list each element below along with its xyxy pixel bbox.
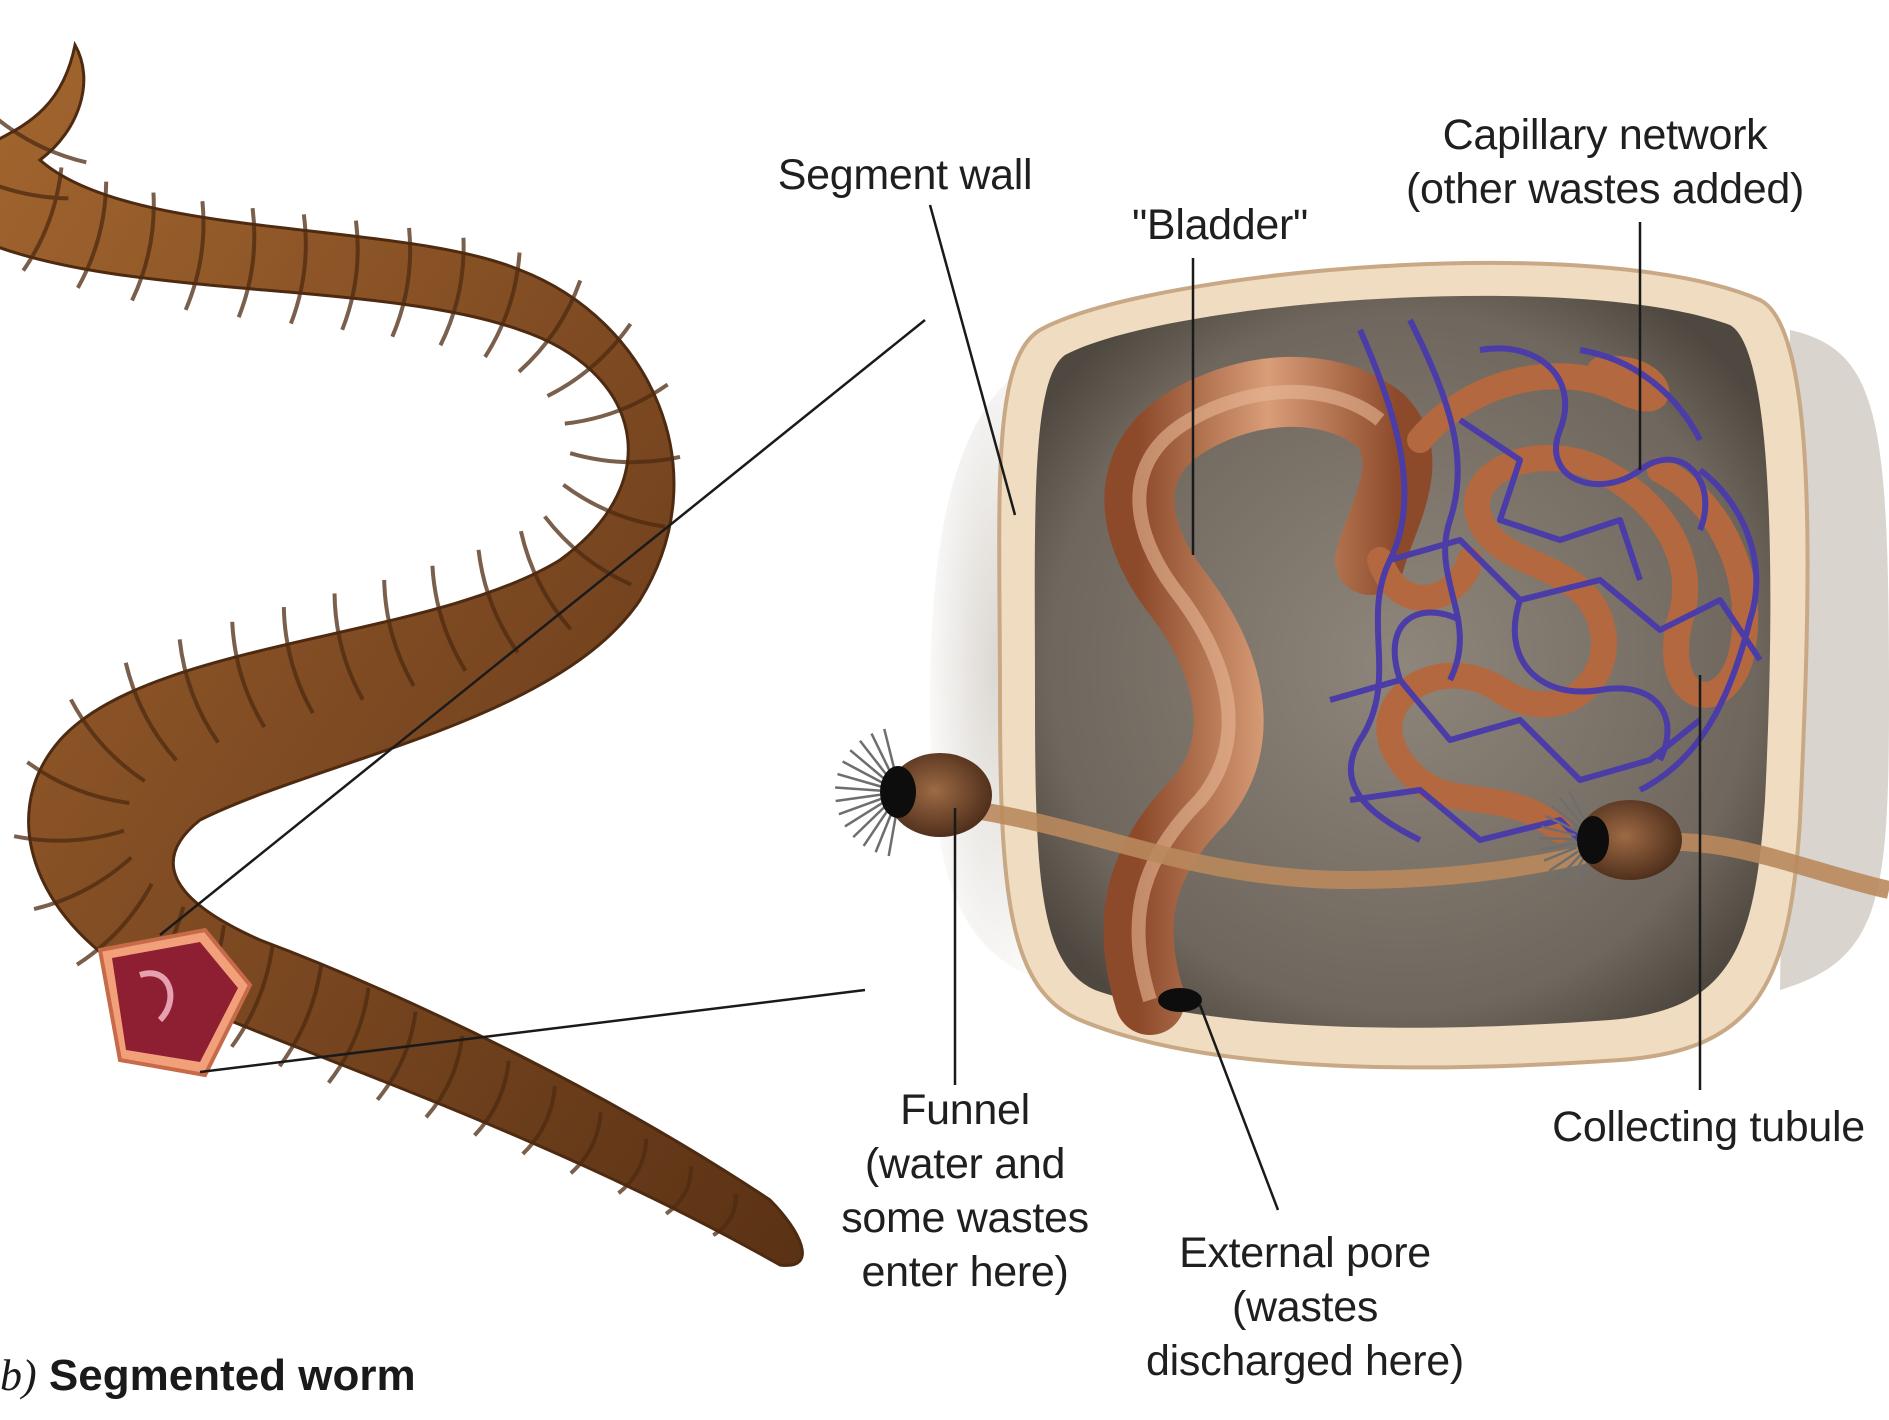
worm-segment-rings <box>0 118 738 1237</box>
funnel-cilium <box>1545 814 1578 833</box>
worm-segment-ring <box>340 220 360 331</box>
worm-segment-ring <box>0 118 87 165</box>
worm-segment-ring <box>236 207 257 319</box>
worm-segment-ring <box>183 200 206 311</box>
worm-segment-ring <box>546 322 633 398</box>
worm-body <box>0 40 804 1267</box>
label-external-pore: External pore (wastes discharged here) <box>1146 1229 1464 1385</box>
worm-segment-ring <box>430 565 468 672</box>
worm-segment-ring <box>569 1112 603 1175</box>
worm-segment-ring <box>564 382 669 426</box>
worm-segment-ring <box>569 451 681 465</box>
worm-segment-ring <box>230 621 267 729</box>
zoom-lines <box>159 319 926 1074</box>
worm-segment-ring <box>375 1011 418 1101</box>
segment-enlargement <box>835 260 1889 1070</box>
funnel-cilium <box>858 740 889 778</box>
funnel-cilium <box>1564 856 1586 888</box>
funnel-cilium <box>1539 836 1576 841</box>
collecting-tubule <box>973 801 1889 899</box>
leader-lines <box>928 204 1702 1211</box>
worm-cutaway <box>97 927 253 1078</box>
funnel-cilium <box>1540 842 1576 851</box>
worm-segment-ring <box>281 607 315 715</box>
worm-segment-ring <box>562 483 666 529</box>
worm-segment-ring <box>521 1086 557 1156</box>
worm-segment-ring <box>277 964 324 1068</box>
funnel-cilium <box>1548 850 1580 872</box>
figure-caption: b) Segmented worm <box>0 1350 416 1401</box>
caption-part-letter: b) <box>0 1351 37 1400</box>
funnel-cilium <box>835 793 881 803</box>
worm-segment-ring <box>476 549 520 654</box>
funnel-cilium <box>887 811 898 857</box>
funnel-cilium <box>852 804 887 839</box>
funnel-cilium <box>874 810 894 853</box>
worm-segment-ring <box>438 237 466 347</box>
funnel-cilium <box>842 760 883 784</box>
funnel-cilium <box>844 801 884 828</box>
label-funnel: Funnel (water and some wastes enter here… <box>841 1086 1089 1296</box>
funnel <box>835 728 992 857</box>
worm-segment-ring <box>543 515 632 587</box>
funnel-cilium <box>849 749 886 781</box>
worm-segment-ring <box>76 181 109 289</box>
worm-segment-ring <box>473 1060 511 1137</box>
worm-segment-ring <box>123 662 178 762</box>
funnel-cilium <box>1541 825 1576 837</box>
label-collecting-tubule: Collecting tubule <box>1552 1103 1865 1151</box>
worm-segment-ring <box>33 856 133 912</box>
funnel-cilium <box>838 797 882 816</box>
worm-segment-ring <box>617 1138 649 1195</box>
worm-segment-ring <box>517 279 583 374</box>
worm-segment-ring <box>69 698 146 783</box>
worm-segment-ring <box>289 214 308 325</box>
worm-segment-ring <box>230 944 275 1048</box>
worm-segment-ring <box>483 252 522 359</box>
funnel-cilium <box>870 733 893 775</box>
worm-segment-ring <box>327 987 371 1084</box>
funnel-cilium <box>862 807 890 847</box>
worm-segment-ring <box>424 1035 465 1119</box>
funnel-cilium <box>1550 805 1581 829</box>
worm-segment-ring <box>382 579 416 687</box>
external-pore <box>1158 988 1202 1012</box>
label-segment-wall: Segment wall <box>777 151 1033 199</box>
next-funnel <box>1539 790 1682 893</box>
leader-segment-wall <box>928 204 1017 516</box>
worm-segment-ring <box>21 167 64 272</box>
funnel-cilium <box>1568 790 1587 823</box>
funnel-cilium <box>1558 797 1584 826</box>
label-capillary-network: Capillary network (other wastes added) <box>1406 111 1804 213</box>
funnel-cilium <box>1543 846 1577 862</box>
worm-segment-ring <box>75 882 154 967</box>
worm-segment-ring <box>664 1165 694 1216</box>
worm-segment-ring <box>332 593 365 701</box>
worm-segment-ring <box>390 227 413 338</box>
funnel-cilium <box>1575 858 1590 893</box>
worm <box>0 40 804 1267</box>
funnel-cilium <box>835 786 881 792</box>
funnel-cilium <box>1555 853 1583 881</box>
funnel-cilium <box>883 728 897 773</box>
leader-external-pore <box>1198 1004 1280 1211</box>
worm-segment-ring <box>177 639 220 744</box>
worm-segment-ring <box>518 530 573 631</box>
caption-title: Segmented worm <box>48 1351 416 1400</box>
worm-segment-ring <box>26 760 130 806</box>
worm-segment-ring <box>712 1193 738 1237</box>
worm-segment-ring <box>13 828 125 843</box>
funnel-cilium <box>837 772 882 788</box>
worm-segment-ring <box>130 192 156 302</box>
label-bladder: "Bladder" <box>1131 201 1309 249</box>
